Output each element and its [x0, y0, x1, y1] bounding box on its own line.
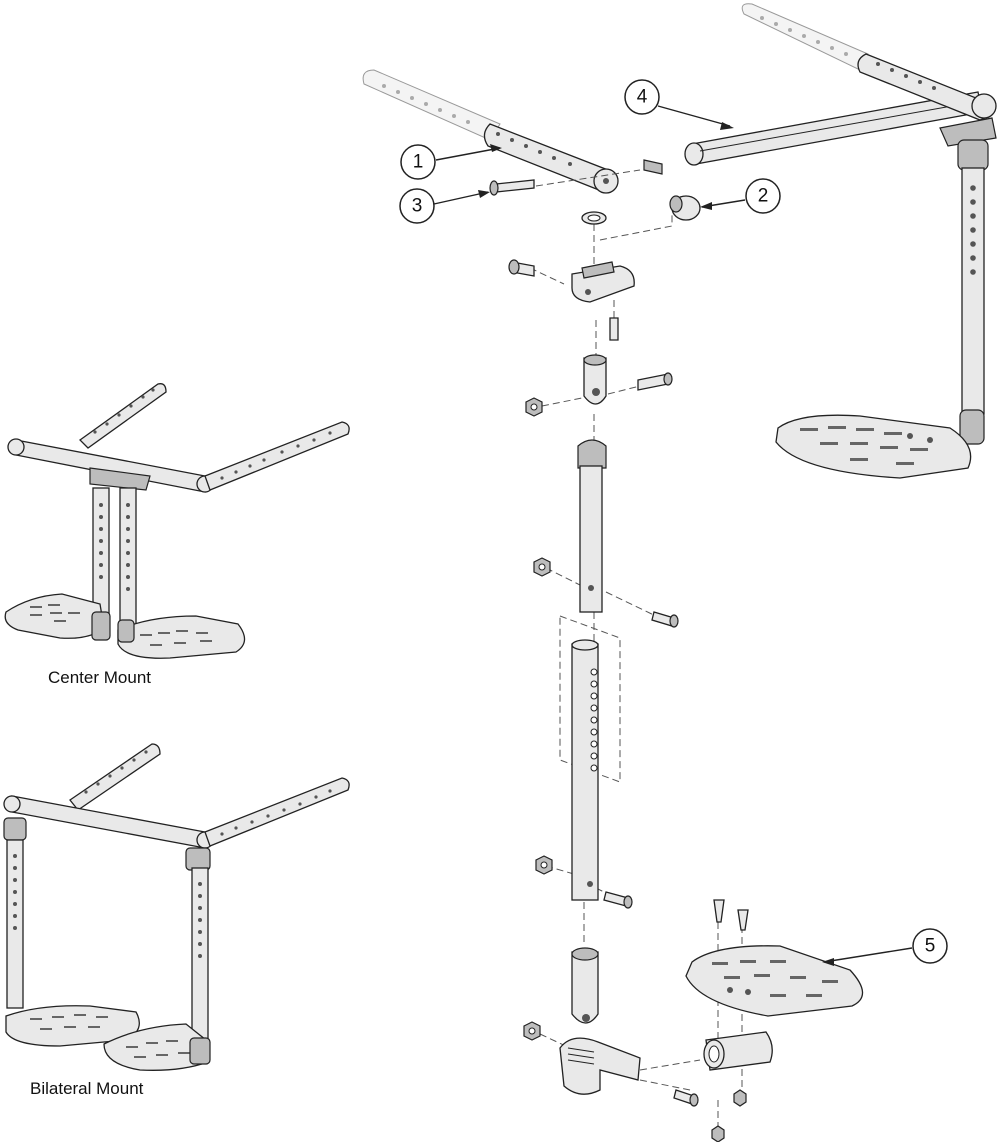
part-5-footplate — [685, 945, 864, 1017]
bilateral-mount-assembly — [3, 743, 350, 1071]
caption-center-mount: Center Mount — [48, 668, 151, 687]
clamp-block — [571, 261, 635, 303]
bolt-lower — [603, 891, 633, 909]
upper-swivel-joint — [583, 354, 607, 405]
callout-5: 5 — [822, 928, 948, 966]
callout-3: 3 — [399, 188, 490, 224]
bilateral-mount-tube-right — [185, 847, 211, 1044]
bilateral-mount-tube-left — [3, 817, 27, 1009]
footplate-screws — [713, 899, 749, 931]
callout-1: 1 — [400, 144, 502, 180]
center-mount-assembly — [4, 383, 350, 659]
center-mount-arm-front — [204, 421, 350, 491]
part-1-mounting-tube — [483, 123, 619, 194]
center-mount-tube-right — [119, 487, 137, 629]
part-2-end-cap — [669, 195, 701, 221]
center-mount-footplate-right — [117, 615, 246, 659]
nut-insert — [643, 159, 663, 175]
bolt-middle — [651, 611, 679, 628]
center-mount-footplate-left — [4, 593, 105, 639]
set-screw — [609, 317, 619, 341]
lock-nut-middle — [533, 557, 551, 577]
phantom-seat-rail-right — [741, 3, 869, 71]
bilateral-mount-footplate-left — [5, 1005, 140, 1047]
lower-swivel-joint — [571, 947, 599, 1024]
lock-nut-upper — [525, 397, 543, 417]
bolt-footplate — [673, 1089, 699, 1107]
bilateral-mount-arm-back — [69, 743, 161, 811]
footplate-hinge — [559, 1037, 641, 1095]
callout-1-label: 1 — [413, 152, 424, 173]
assembled-footplate-right — [775, 414, 972, 479]
part-3-screw — [489, 179, 535, 196]
lower-hanger-tube — [571, 639, 599, 901]
lock-nut-footplate — [523, 1021, 541, 1041]
bilateral-mount-crossbar — [3, 795, 214, 849]
bracket-nut — [733, 1089, 747, 1107]
callout-4-label: 4 — [637, 87, 648, 108]
center-mount-arm-back — [78, 383, 167, 449]
callout-3-label: 3 — [412, 196, 423, 217]
pivot-pin-upper — [637, 372, 673, 391]
bilateral-mount-arm-front — [204, 777, 350, 847]
phantom-seat-rail-left — [362, 69, 501, 141]
footplate-bracket — [703, 1031, 773, 1071]
bilateral-mount-footplate-right — [103, 1023, 209, 1071]
assembled-hanger-right — [939, 117, 997, 445]
center-mount-crossbar — [7, 438, 214, 493]
clamp-bolt — [508, 259, 535, 277]
lock-nut-lower — [535, 855, 553, 875]
callout-2-label: 2 — [758, 186, 769, 207]
callout-4: 4 — [624, 79, 734, 130]
upper-hanger-tube — [577, 439, 607, 613]
callout-2: 2 — [700, 178, 781, 214]
caption-bilateral-mount: Bilateral Mount — [30, 1079, 144, 1098]
bracket-nut-bottom — [711, 1125, 725, 1143]
callout-5-label: 5 — [925, 936, 936, 957]
center-mount-tube-left — [92, 487, 110, 619]
